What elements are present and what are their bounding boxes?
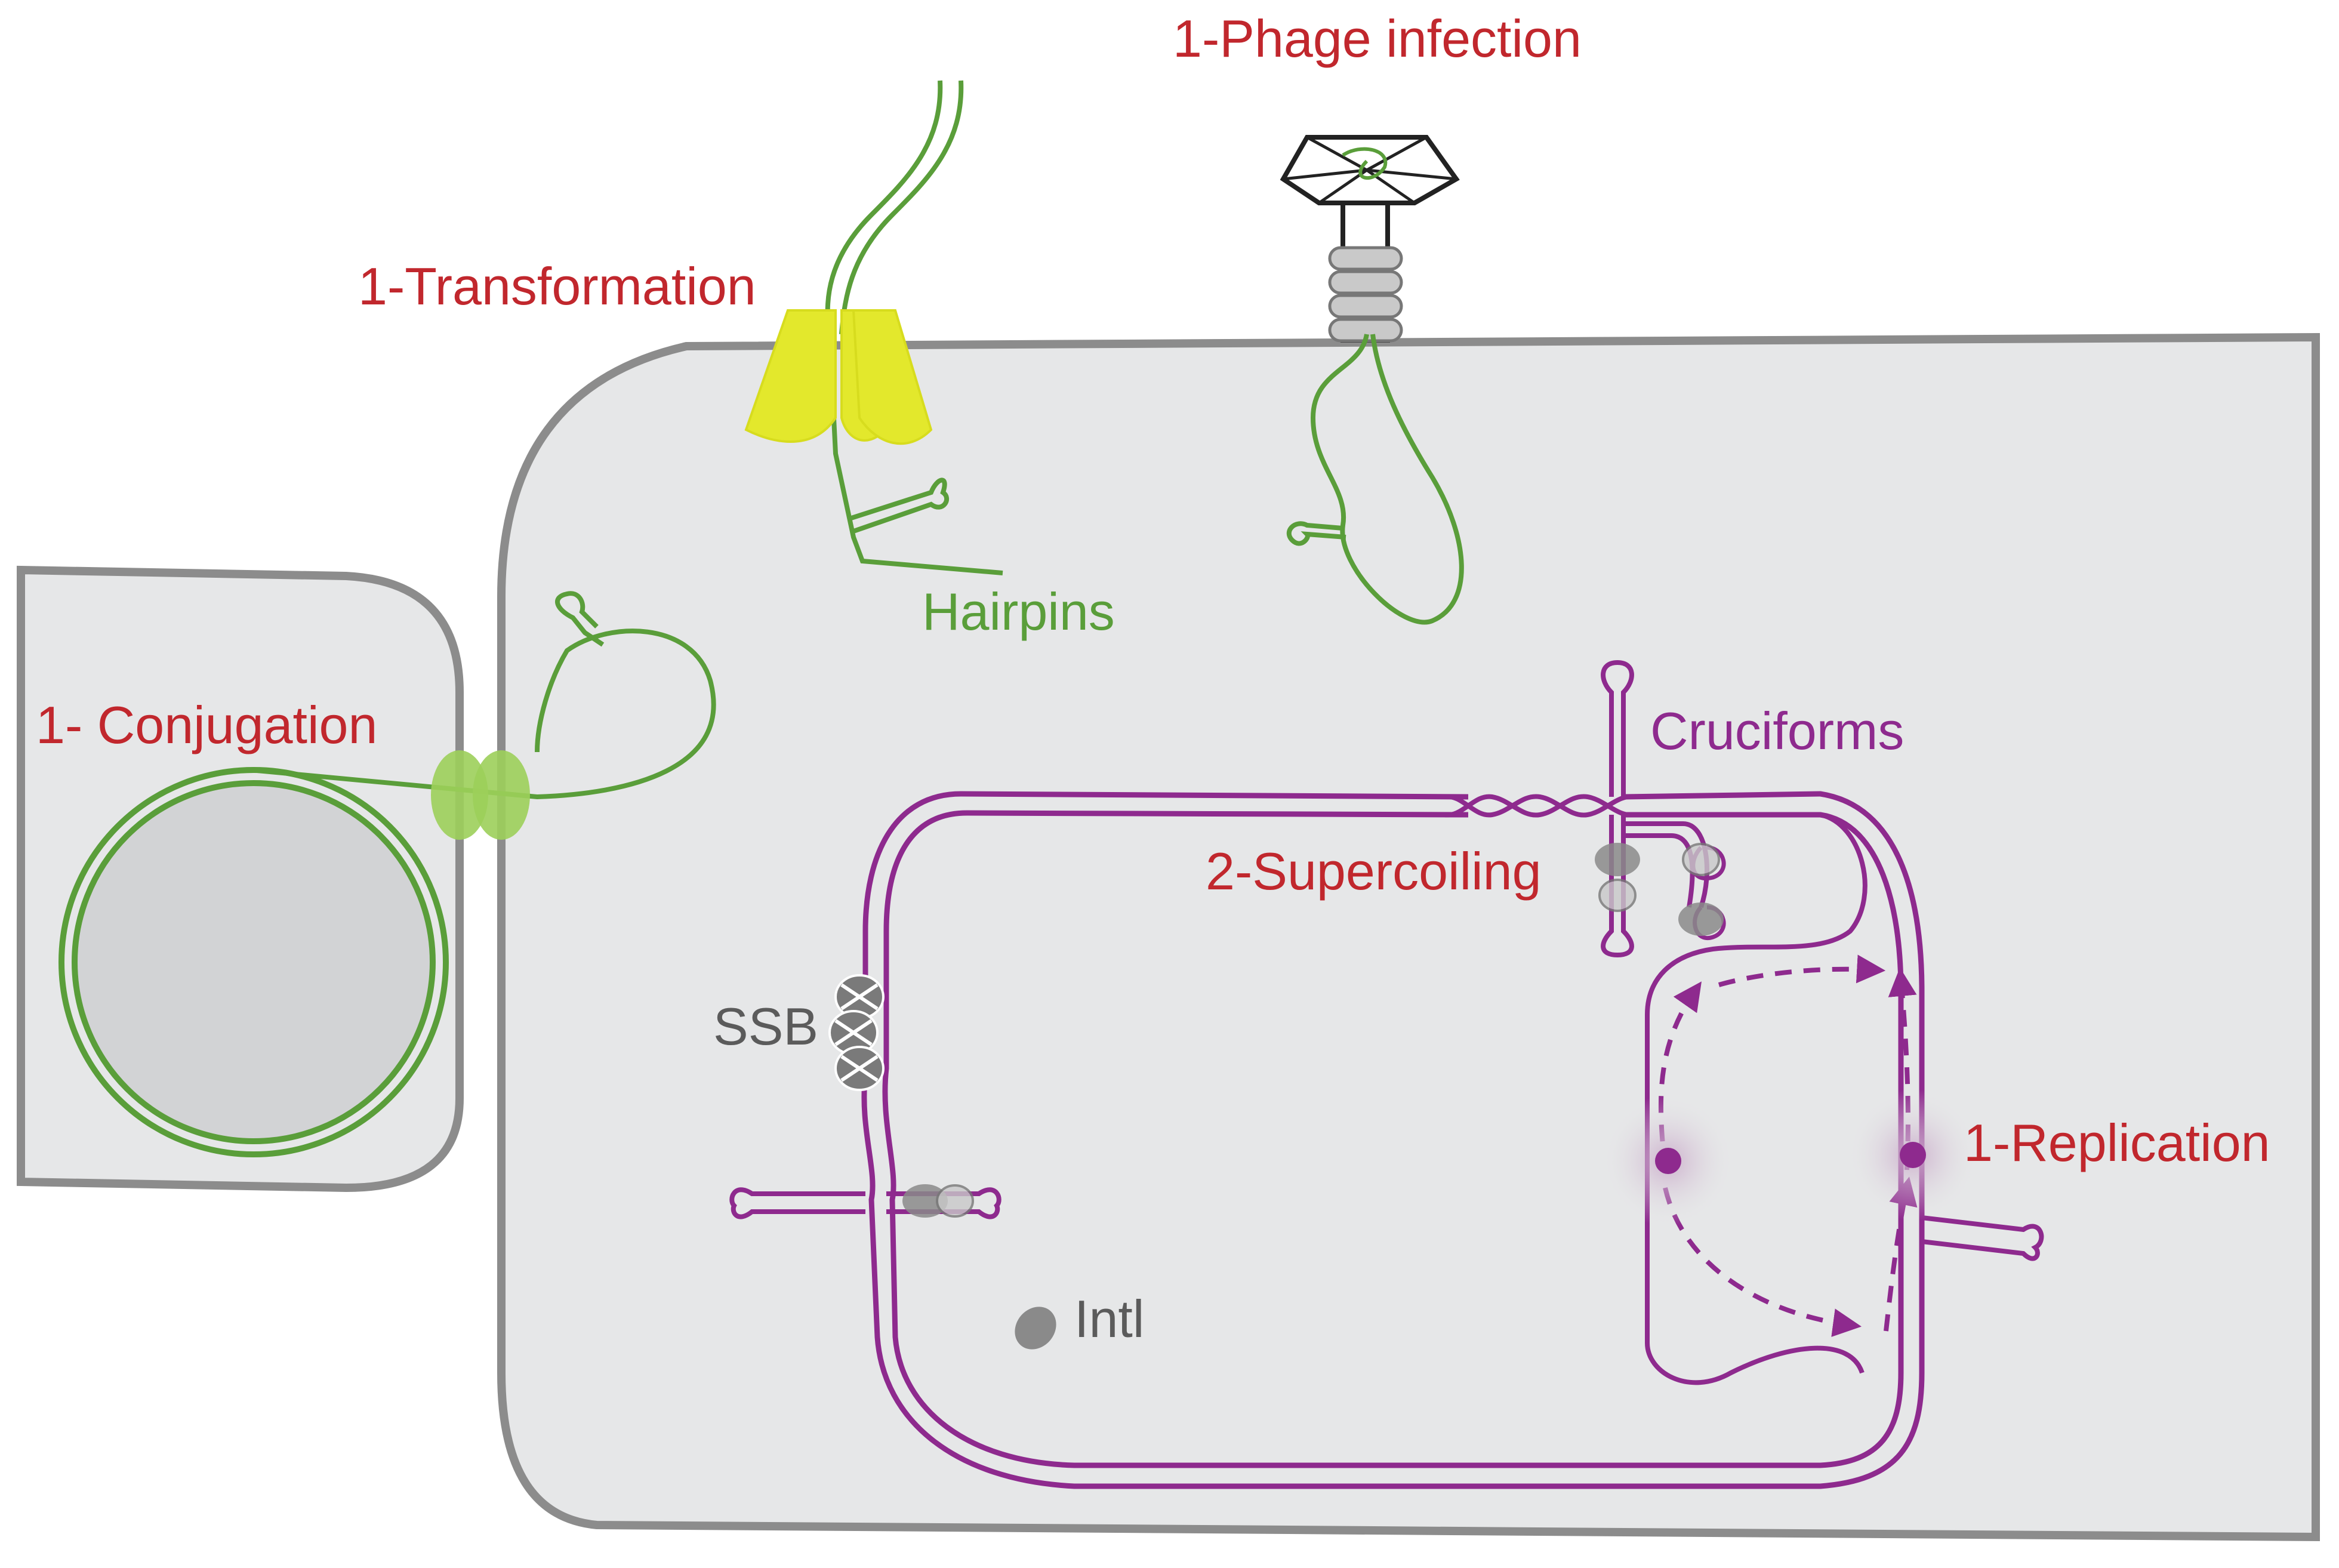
label-cruciforms: Cruciforms <box>1650 701 1904 760</box>
donor-plasmid <box>58 767 449 1157</box>
label-replication: 1-Replication <box>1964 1113 2270 1172</box>
chromosome-outer <box>861 791 1925 1489</box>
replication-fork-top <box>1645 812 1867 1385</box>
label-ssb: SSB <box>713 997 818 1056</box>
conjugation-pore <box>431 750 530 840</box>
phage-hairpin <box>1286 521 1346 546</box>
cruciform-bottom-left <box>729 1187 1001 1219</box>
phage <box>1280 135 1460 343</box>
chromosome-inner <box>882 810 1904 1468</box>
replication-origin-left <box>1655 1148 1681 1174</box>
label-hairpins: Hairpins <box>922 582 1115 641</box>
conjugation-hairpin <box>555 591 605 647</box>
label-conjugation: 1- Conjugation <box>36 695 377 754</box>
transformation-dsdna-inner <box>839 80 964 335</box>
transformation-hairpin <box>846 478 949 534</box>
replication-origin-right <box>1900 1142 1926 1168</box>
cruciform-top <box>1601 660 1634 958</box>
recipient-cell <box>497 332 2320 1542</box>
intl-free <box>1015 1307 1056 1350</box>
supercoil-twist <box>1444 794 1636 818</box>
intl-cruciform-top <box>1595 843 1724 936</box>
label-phage-infection: 1-Phage infection <box>1173 9 1582 68</box>
label-transformation: 1-Transformation <box>358 257 756 316</box>
label-supercoiling: 2-Supercoiling <box>1206 842 1542 901</box>
transformation-pore-right <box>852 309 933 445</box>
intl-cruciform-bottom-left <box>902 1184 974 1218</box>
transformation-dsdna-outer <box>825 80 943 335</box>
conjugation-ssdna <box>250 629 716 800</box>
phage-tail-sheath <box>1328 246 1403 343</box>
label-intl: Intl <box>1074 1289 1144 1348</box>
phage-ssdna <box>1310 334 1464 625</box>
cruciform-bottom-right <box>1921 1215 2044 1261</box>
ssb-proteins <box>828 974 885 1091</box>
